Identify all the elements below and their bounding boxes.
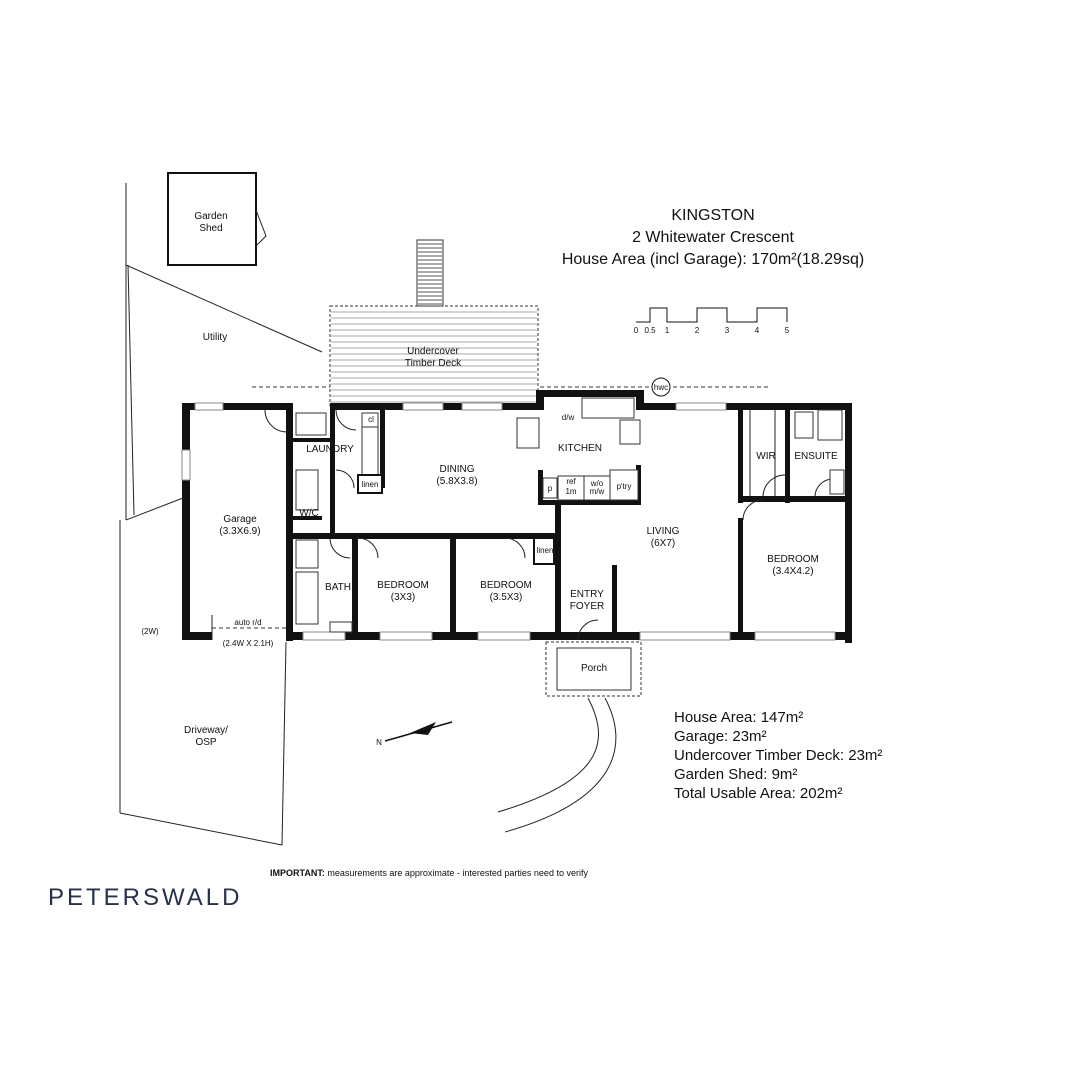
bath-label: BATH	[325, 582, 351, 593]
driveway-label-2: OSP	[195, 737, 216, 748]
dining-label: DINING	[440, 464, 475, 475]
svg-text:hwc: hwc	[654, 383, 668, 392]
house-walls	[182, 390, 852, 643]
house-area-title: House Area (incl Garage): 170m²(18.29sq)	[562, 251, 864, 268]
dining-dim: (5.8X3.8)	[436, 476, 477, 487]
scale-tick-label: 1	[665, 326, 670, 335]
svg-text:(2.4W X 2.1H): (2.4W X 2.1H)	[223, 639, 274, 648]
hwc: hwc	[651, 377, 671, 397]
area-line-garage: Garage: 23m²	[674, 728, 767, 745]
scale-tick-label: 3	[725, 326, 730, 335]
entry-label-1: ENTRY	[570, 589, 604, 600]
scale-tick-label: 4	[755, 326, 760, 335]
entry-label-2: FOYER	[570, 601, 604, 612]
svg-text:1m: 1m	[565, 487, 576, 496]
scale-tick-label: 2	[695, 326, 700, 335]
windows	[181, 402, 836, 641]
garage-dim: (3.3X6.9)	[219, 526, 260, 537]
porch: Porch	[497, 641, 642, 833]
garage-label: Garage	[223, 514, 257, 525]
living-label: LIVING	[647, 526, 680, 537]
scale-tick-label: 0	[634, 326, 639, 335]
north-arrow-icon: N	[376, 721, 453, 747]
svg-text:d/w: d/w	[562, 413, 575, 422]
bedroom-3-label: BEDROOM	[480, 580, 532, 591]
garden-shed-label-1: Garden	[194, 211, 227, 222]
utility-label: Utility	[203, 332, 227, 343]
garden-shed-label-2: Shed	[199, 223, 222, 234]
wir-label: WIR	[756, 451, 775, 462]
svg-text:ref: ref	[566, 477, 576, 486]
deck-label-2: Timber Deck	[405, 358, 462, 369]
svg-text:auto r/d: auto r/d	[234, 618, 261, 627]
porch-label: Porch	[581, 663, 607, 674]
svg-text:N: N	[376, 738, 382, 747]
scale-tick-label: 0.5	[644, 326, 656, 335]
scale-bar: 0 0.5 1 2 3 4 5	[634, 307, 790, 335]
room-labels: Garage (3.3X6.9) LAUNDRY cl linen W/C DI…	[141, 413, 838, 748]
kitchen-label: KITCHEN	[558, 443, 602, 454]
wc-label: W/C	[299, 508, 318, 519]
svg-text:m/w: m/w	[590, 487, 605, 496]
svg-text:w/o: w/o	[590, 479, 604, 488]
door-swings	[264, 409, 834, 641]
living-dim: (6X7)	[651, 538, 675, 549]
bedroom-main-label: BEDROOM	[767, 554, 819, 565]
driveway-label-1: Driveway/	[184, 725, 228, 736]
area-line-deck: Undercover Timber Deck: 23m²	[674, 747, 882, 764]
garage-door: auto r/d (2.4W X 2.1H)	[211, 615, 286, 648]
bedroom-2-label: BEDROOM	[377, 580, 429, 591]
scale-tick-label: 5	[785, 326, 790, 335]
plan-header: KINGSTON 2 Whitewater Crescent House Are…	[562, 207, 864, 268]
svg-text:(2W): (2W)	[141, 627, 159, 636]
svg-text:p'try: p'try	[617, 482, 632, 491]
bedroom-3-dim: (3.5X3)	[490, 592, 523, 603]
fixtures	[295, 397, 845, 633]
bedroom-2-dim: (3X3)	[391, 592, 415, 603]
deck-label-1: Undercover	[407, 346, 459, 357]
area-line-total: Total Usable Area: 202m²	[674, 785, 842, 802]
svg-text:linen: linen	[537, 546, 554, 555]
area-line-house: House Area: 147m²	[674, 709, 803, 726]
svg-text:cl: cl	[368, 415, 374, 424]
garden-shed: Garden Shed	[167, 172, 267, 266]
site-boundary	[119, 183, 323, 846]
bedroom-main-dim: (3.4X4.2)	[772, 566, 813, 577]
disclaimer: IMPORTANT: measurements are approximate …	[270, 868, 588, 878]
svg-text:p: p	[548, 484, 553, 493]
address-title: 2 Whitewater Crescent	[632, 229, 794, 246]
ensuite-label: ENSUITE	[794, 451, 838, 462]
svg-text:linen: linen	[362, 480, 379, 489]
timber-deck: Undercover Timber Deck	[329, 239, 539, 407]
brand-logo: PETERSWALD	[48, 884, 242, 911]
area-summary: House Area: 147m² Garage: 23m² Undercove…	[674, 709, 882, 802]
suburb-title: KINGSTON	[671, 207, 754, 224]
laundry-label: LAUNDRY	[306, 444, 354, 455]
area-line-shed: Garden Shed: 9m²	[674, 766, 797, 783]
